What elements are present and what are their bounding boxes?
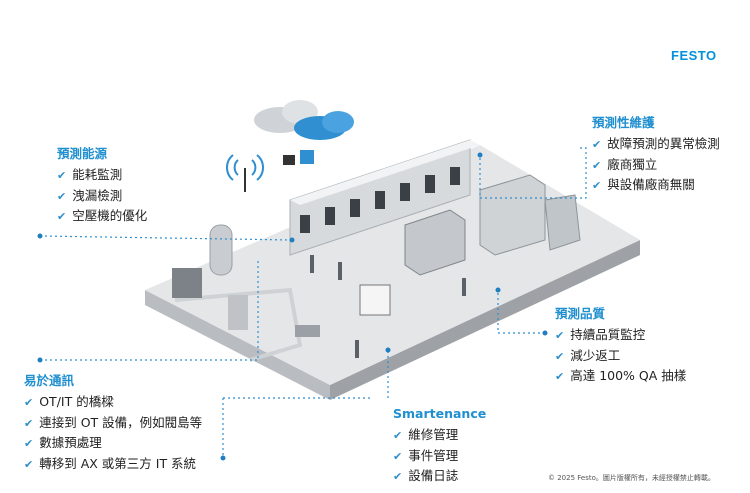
check-icon: ✔ [393, 470, 403, 483]
list-item: ✔空壓機的優化 [57, 208, 148, 223]
check-icon: ✔ [555, 349, 565, 363]
list-item: ✔高達 100% QA 抽樣 [555, 368, 687, 383]
energy-title: 預測能源 [57, 146, 108, 161]
connector-dots [37, 152, 548, 461]
compressor [172, 268, 202, 298]
energy-block: 預測能源 ✔能耗監測 ✔洩漏檢測 ✔空壓機的優化 [57, 146, 147, 227]
workers [310, 255, 466, 358]
list-item: ✔設備日誌 [393, 468, 459, 483]
list-item: ✔維修管理 [393, 427, 459, 442]
check-icon: ✔ [592, 158, 602, 172]
wifi-antenna-icon [226, 154, 264, 192]
quality-title: 預測品質 [555, 306, 606, 321]
list-item: ✔洩漏檢測 [57, 187, 123, 203]
check-icon: ✔ [24, 457, 34, 471]
check-icon: ✔ [24, 396, 34, 409]
maintenance-block: 預測性維護 ✔故障預測的異常檢測 ✔廠商獨立 ✔與設備廠商無關 [592, 115, 720, 196]
list-item: ✔事件管理 [393, 447, 459, 463]
list-item: ✔持續品質監控 [555, 327, 646, 342]
quality-block: 預測品質 ✔持續品質監控 ✔減少返工 ✔高達 100% QA 抽樣 [555, 306, 686, 387]
communication-title: 易於通訊 [24, 373, 75, 388]
machine-row-top [290, 140, 480, 205]
smartenance-title: Smartenance [393, 406, 487, 421]
list-item: ✔數據預處理 [24, 435, 102, 450]
list-item: ✔OT/IT 的橋樑 [24, 394, 114, 409]
check-icon: ✔ [393, 429, 403, 442]
machine-right [479, 174, 546, 256]
maintenance-title: 預測性維護 [592, 115, 655, 130]
check-icon: ✔ [57, 169, 67, 182]
robot-cell [544, 194, 581, 251]
copyright-notice: © 2025 Festo。圖片版權所有，未經授權禁止轉載。 [548, 474, 715, 482]
air-tank [209, 224, 233, 276]
cloud-icon [254, 100, 354, 140]
list-item: ✔轉移到 AX 或第三方 IT 系統 [24, 455, 197, 471]
floor-side-right [330, 240, 640, 400]
check-icon: ✔ [57, 210, 67, 223]
check-icon: ✔ [592, 138, 602, 151]
machine-center [404, 209, 466, 276]
list-item: ✔廠商獨立 [592, 156, 658, 172]
lock-icon [283, 155, 295, 165]
communication-block: 易於通訊 ✔OT/IT 的橋樑 ✔連接到 OT 設備，例如閥島等 ✔數據預處理 … [24, 373, 202, 474]
check-icon: ✔ [393, 449, 403, 463]
floor-side-left [145, 290, 330, 400]
check-icon: ✔ [555, 370, 565, 383]
check-icon: ✔ [24, 437, 34, 450]
list-item: ✔與設備廠商無關 [592, 177, 695, 192]
smartenance-block: Smartenance ✔維修管理 ✔事件管理 ✔設備日誌 [393, 406, 486, 487]
check-icon: ✔ [57, 189, 67, 203]
festo-logo: FESTO [671, 48, 717, 63]
machine-windows [300, 167, 460, 233]
data-cube-icon [300, 150, 314, 164]
connector-lines [39, 147, 587, 458]
list-item: ✔故障預測的異常檢測 [592, 136, 720, 151]
whiteboard [359, 284, 391, 316]
check-icon: ✔ [555, 329, 565, 342]
check-icon: ✔ [24, 416, 34, 430]
list-item: ✔連接到 OT 設備，例如閥島等 [24, 414, 203, 430]
cabinet [228, 295, 248, 330]
list-item: ✔能耗監測 [57, 167, 123, 182]
list-item: ✔減少返工 [555, 347, 621, 363]
desk [295, 325, 320, 337]
check-icon: ✔ [592, 179, 602, 192]
